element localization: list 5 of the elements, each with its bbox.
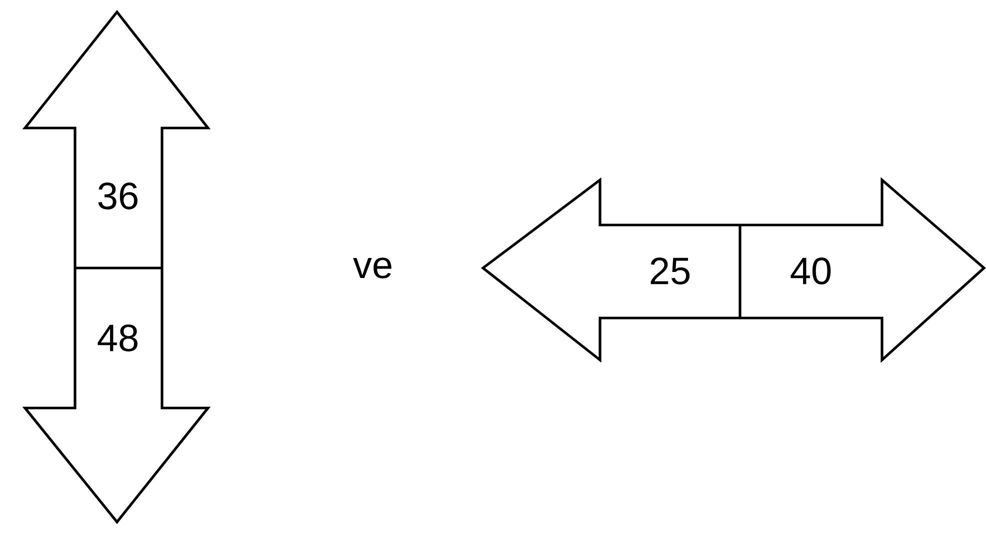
number-cell: 25: [650, 258, 690, 284]
number-cell: 40: [790, 258, 831, 284]
number-cell: 36: [98, 182, 138, 210]
number-cell: 48: [98, 324, 138, 352]
connector-word: ve: [353, 258, 392, 278]
